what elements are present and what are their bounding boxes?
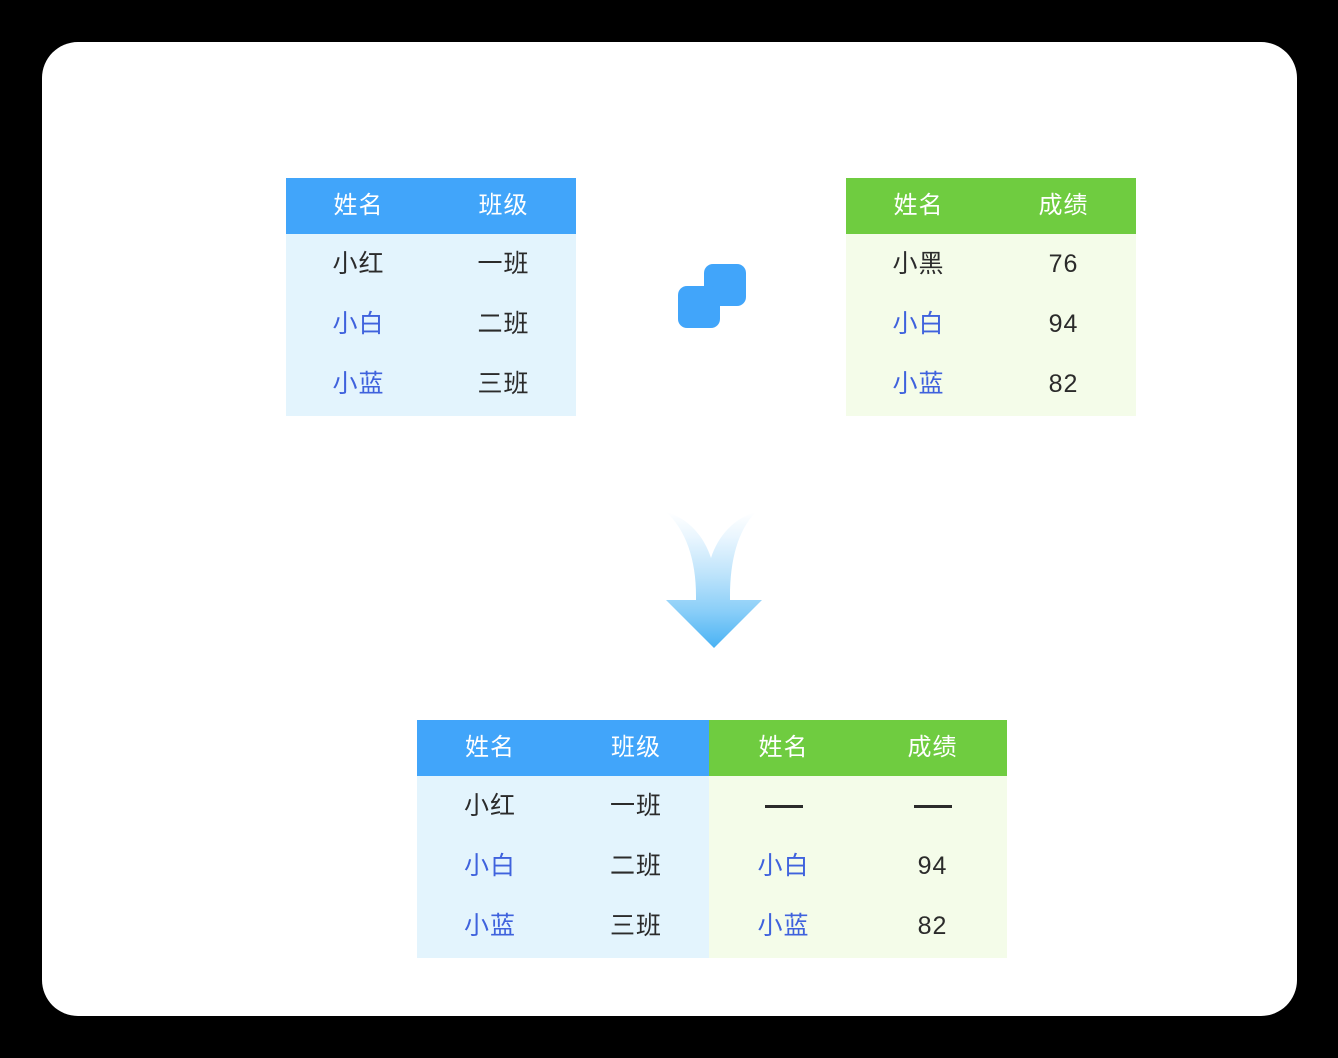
cell-score-empty xyxy=(858,776,1007,836)
merged-left-header-class: 班级 xyxy=(611,734,661,761)
table-right-header-row: 姓名 成绩 xyxy=(846,178,1136,234)
table-right-body: 小黑 76 小白 94 小蓝 82 xyxy=(846,234,1136,416)
table-row: 小蓝 三班 xyxy=(417,896,709,956)
table-row: 小蓝 三班 xyxy=(286,354,576,414)
cell-class: 一班 xyxy=(477,249,530,278)
cell-name: 小蓝 xyxy=(757,911,810,940)
table-left-header-name: 姓名 xyxy=(333,192,384,219)
table-left-body: 小红 一班 小白 二班 小蓝 三班 xyxy=(286,234,576,416)
cell-name: 小白 xyxy=(892,309,945,338)
empty-dash-icon xyxy=(913,804,952,808)
table-row: 小红 一班 xyxy=(417,776,709,836)
merged-left-header-row: 姓名 班级 xyxy=(417,720,709,776)
cell-score: 82 xyxy=(917,911,948,940)
cell-score: 82 xyxy=(1048,369,1079,398)
merge-tables-icon xyxy=(678,264,746,328)
content-card: 姓名 班级 小红 一班 小白 二班 小蓝 三班 xyxy=(42,42,1297,1016)
cell-name: 小白 xyxy=(332,309,385,338)
cell-name: 小蓝 xyxy=(332,369,385,398)
cell-name: 小蓝 xyxy=(892,369,945,398)
cell-score: 76 xyxy=(1048,249,1079,278)
cell-name: 小黑 xyxy=(892,249,945,278)
table-right-header-score: 成绩 xyxy=(1038,192,1089,219)
table-row: 小黑 76 xyxy=(846,234,1136,294)
merged-left-body: 小红 一班 小白 二班 小蓝 三班 xyxy=(417,776,709,958)
empty-dash-icon xyxy=(764,804,803,808)
cell-class: 二班 xyxy=(609,851,662,880)
table-row xyxy=(709,776,1007,836)
table-row: 小蓝 82 xyxy=(709,896,1007,956)
table-row: 小白 94 xyxy=(709,836,1007,896)
cell-name: 小蓝 xyxy=(463,911,516,940)
table-right-header-name: 姓名 xyxy=(893,192,944,219)
cell-name-empty xyxy=(709,776,858,836)
table-left-header-class: 班级 xyxy=(478,192,529,219)
table-row: 小红 一班 xyxy=(286,234,576,294)
merged-right-header-row: 姓名 成绩 xyxy=(709,720,1007,776)
table-left-header-row: 姓名 班级 xyxy=(286,178,576,234)
table-row: 小白 94 xyxy=(846,294,1136,354)
cell-name: 小白 xyxy=(757,851,810,880)
merged-right-header-score: 成绩 xyxy=(907,734,958,761)
cell-class: 一班 xyxy=(609,791,662,820)
cell-score: 94 xyxy=(917,851,948,880)
merged-right-header-name: 姓名 xyxy=(758,734,809,761)
table-row: 小白 二班 xyxy=(417,836,709,896)
table-row: 小蓝 82 xyxy=(846,354,1136,414)
merged-left-header-name: 姓名 xyxy=(465,734,515,761)
cell-score: 94 xyxy=(1048,309,1079,338)
cell-name: 小红 xyxy=(463,791,516,820)
table-right: 姓名 成绩 小黑 76 小白 94 小蓝 82 xyxy=(846,178,1136,416)
merged-right-body: 小白 94 小蓝 82 xyxy=(709,776,1007,958)
cell-class: 二班 xyxy=(477,309,530,338)
table-merged-left-half: 姓名 班级 小红 一班 小白 二班 小蓝 三班 xyxy=(417,720,709,958)
table-row: 小白 二班 xyxy=(286,294,576,354)
table-merged-right-half: 姓名 成绩 小白 94 小蓝 82 xyxy=(709,720,1007,958)
cell-class: 三班 xyxy=(477,369,530,398)
cell-name: 小白 xyxy=(463,851,516,880)
cell-class: 三班 xyxy=(609,911,662,940)
cell-name: 小红 xyxy=(332,249,385,278)
table-merged: 姓名 班级 小红 一班 小白 二班 小蓝 三班 xyxy=(417,720,1007,958)
down-arrow-icon xyxy=(654,512,774,650)
table-left: 姓名 班级 小红 一班 小白 二班 小蓝 三班 xyxy=(286,178,576,416)
